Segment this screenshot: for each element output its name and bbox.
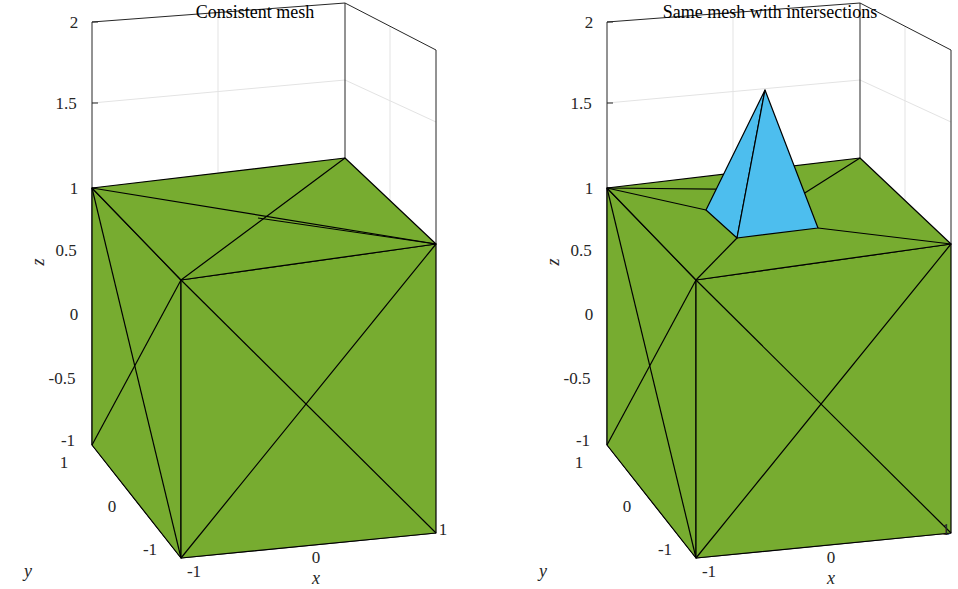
plot-title: Same mesh with intersections (663, 3, 877, 21)
z-tick: 2 (70, 14, 79, 31)
z-tick: -1 (576, 432, 590, 449)
plot-title: Consistent mesh (196, 3, 315, 21)
z-axis-label: z (29, 258, 47, 265)
z-tick: -0.5 (564, 370, 591, 387)
x-tick: 0 (827, 549, 836, 566)
x-tick: 1 (439, 521, 448, 538)
z-tick: 0 (70, 306, 79, 323)
intersecting-mesh (607, 3, 951, 558)
z-tick: 2 (585, 14, 594, 31)
consistent-mesh (92, 3, 436, 558)
y-axis-label: y (24, 562, 32, 580)
y-tick: -1 (658, 541, 672, 558)
y-tick: 1 (575, 454, 584, 471)
z-tick: 0.5 (55, 242, 76, 259)
z-axis-label: z (544, 258, 562, 265)
y-tick: 0 (108, 498, 117, 515)
y-tick: -1 (143, 541, 157, 558)
z-tick: 1 (585, 180, 594, 197)
x-tick: -1 (702, 563, 716, 580)
z-tick: 0.5 (570, 242, 591, 259)
x-tick: 1 (942, 521, 951, 538)
z-tick: 1.5 (55, 95, 76, 112)
pyramid (706, 90, 818, 238)
z-tick: -1 (61, 432, 75, 449)
z-tick: -0.5 (49, 370, 76, 387)
y-tick: 1 (60, 454, 69, 471)
y-tick: 0 (623, 498, 632, 515)
y-axis-label: y (539, 562, 547, 580)
x-tick: -1 (187, 563, 201, 580)
z-tick: 0 (585, 306, 594, 323)
z-tick: 1 (70, 180, 79, 197)
z-tick: 1.5 (570, 95, 591, 112)
x-axis-label: x (312, 569, 320, 587)
x-tick: 0 (312, 549, 321, 566)
x-axis-label: x (827, 569, 835, 587)
